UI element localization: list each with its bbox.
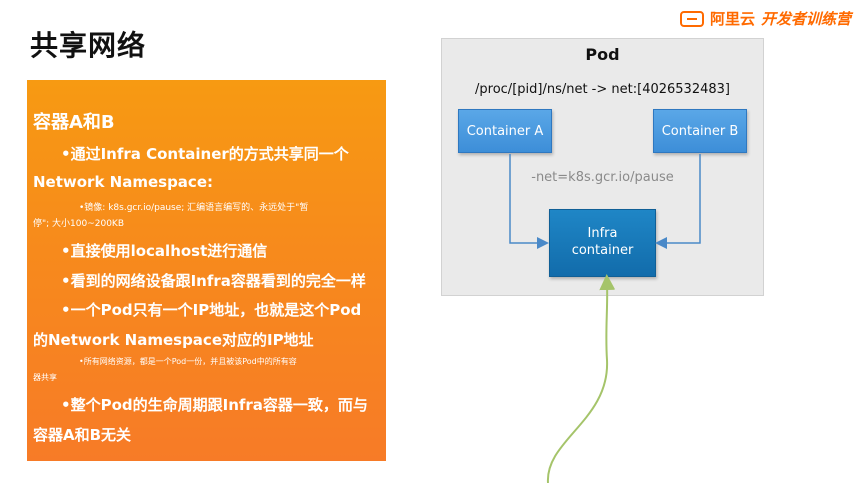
bullet-single-ip-cont: 的Network Namespace对应的IP地址 — [33, 331, 314, 349]
brand-logo: 阿里云 开发者训练营 — [679, 8, 851, 29]
infra-label-line2: container — [571, 243, 634, 258]
bullet-infra-container: •通过Infra Container的方式共享同一个 — [61, 145, 349, 163]
brand-name: 阿里云 — [709, 10, 755, 28]
bullet-lifecycle-cont: 容器A和B无关 — [33, 426, 132, 444]
sub-bullet-shared-resources-cont: 器共享 — [33, 373, 57, 382]
bullet-single-ip: •一个Pod只有一个IP地址，也就是这个Pod — [61, 301, 362, 319]
pointer-line — [546, 274, 616, 483]
infra-container-box: Infra container — [549, 209, 656, 277]
sub-bullet-shared-resources: •所有网络资源，都是一个Pod一份，并且被该Pod中的所有容 — [79, 357, 297, 366]
bullet-lifecycle: •整个Pod的生命周期跟Infra容器一致，而与 — [61, 396, 368, 414]
panel-heading: 容器A和B — [33, 112, 115, 133]
sub-bullet-image: •镜像: k8s.gcr.io/pause; 汇编语言编写的、永远处于"暂 — [79, 203, 309, 213]
bullet-localhost: •直接使用localhost进行通信 — [61, 242, 268, 260]
container-a-box: Container A — [458, 109, 552, 153]
container-b-box: Container B — [653, 109, 747, 153]
bullet-network-namespace: Network Namespace: — [33, 173, 213, 191]
slide-title: 共享网络 — [30, 29, 147, 62]
sub-bullet-image-size: 停"; 大小100~200KB — [33, 219, 125, 229]
pod-diagram: Pod /proc/[pid]/ns/net -> net:[402653248… — [441, 38, 764, 296]
brand-program: 开发者训练营 — [760, 10, 851, 28]
infra-label-line1: Infra — [587, 226, 618, 242]
pod-title: Pod — [585, 45, 620, 64]
aliyun-logo-icon — [679, 10, 704, 27]
bullet-network-devices: •看到的网络设备跟Infra容器看到的完全一样 — [61, 272, 366, 290]
net-namespace-path: /proc/[pid]/ns/net -> net:[4026532483] — [475, 82, 730, 97]
net-flag-label: -net=k8s.gcr.io/pause — [531, 170, 674, 185]
bullet-panel: 容器A和B •通过Infra Container的方式共享同一个 Network… — [27, 80, 386, 461]
